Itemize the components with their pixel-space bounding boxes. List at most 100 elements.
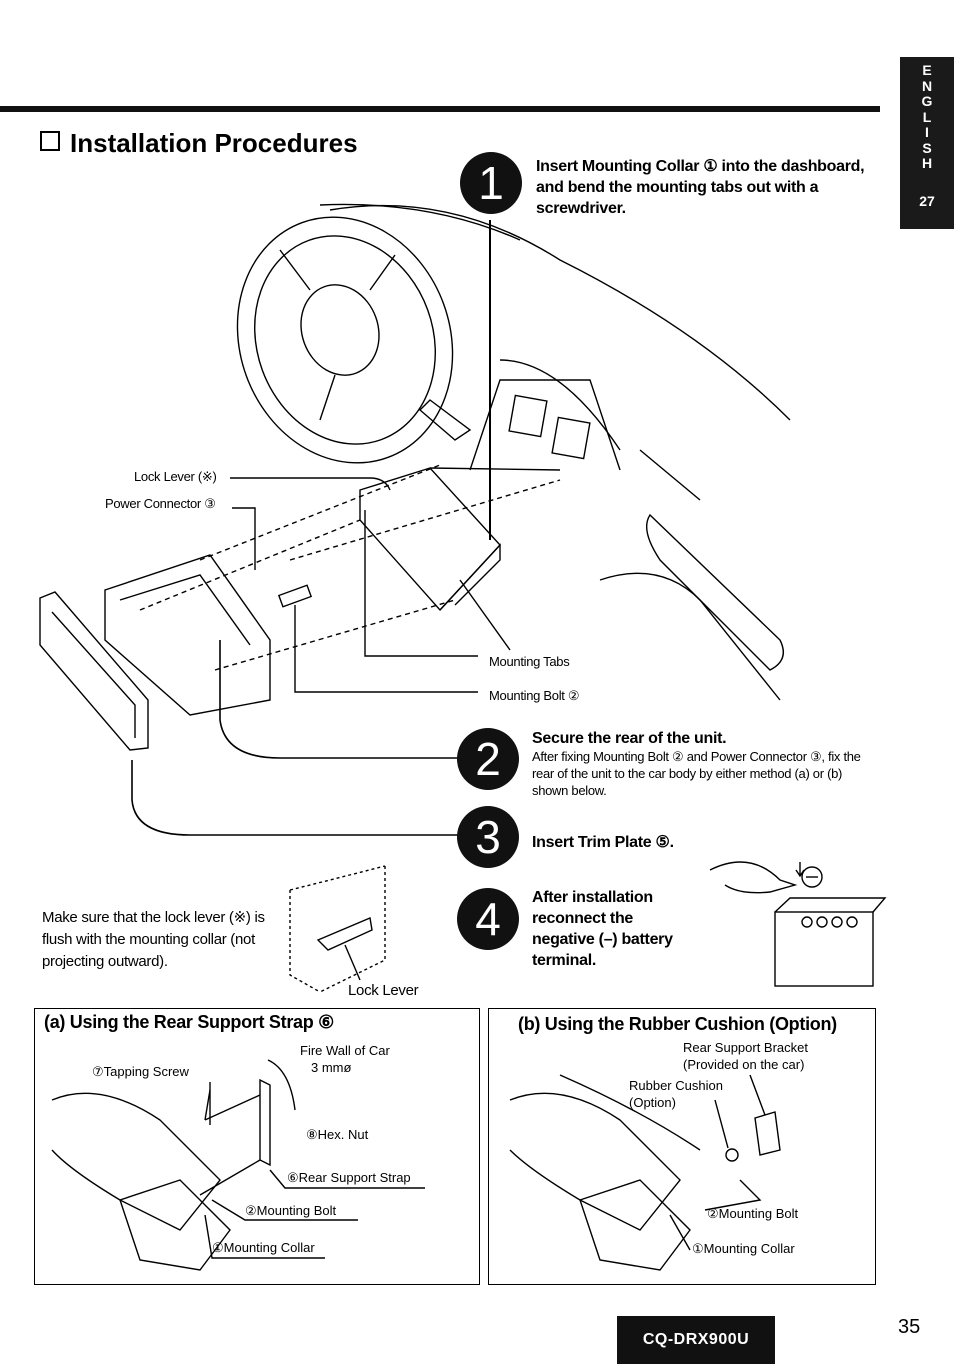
steering-spokes	[279, 249, 396, 421]
battery-top	[774, 897, 887, 913]
trim-plate	[39, 591, 149, 751]
console-frame	[469, 379, 621, 471]
panel-b-cushion	[725, 1148, 739, 1162]
panel-a-mounting-collar-label: ①Mounting Collar	[212, 1240, 315, 1255]
panel-b-leader	[714, 1099, 729, 1149]
tab-letter: S	[922, 139, 932, 156]
panel-b-dash-line	[559, 1074, 701, 1151]
panel-a-screw	[204, 1089, 261, 1121]
step-2-body: After fixing Mounting Bolt ② and Power C…	[532, 749, 861, 798]
unit-side	[439, 543, 501, 611]
step-2-heading: Secure the rear of the unit.	[532, 730, 727, 747]
tab-letter: H	[921, 155, 933, 171]
steering-wheel-inner	[254, 235, 436, 445]
steering-wheel-outer	[236, 216, 454, 464]
hex-nut-label: ⑧Hex. Nut	[306, 1127, 369, 1142]
tab-pointer	[459, 579, 511, 651]
panel-b-dash	[509, 1092, 681, 1231]
lock-lever-guide	[289, 865, 386, 891]
lock-lever-pointer	[344, 944, 361, 981]
step-2-badge: 2	[457, 728, 519, 790]
battery-cell	[816, 916, 828, 928]
lock-lever-guide	[319, 866, 386, 993]
step-1-badge: 1	[460, 152, 522, 214]
step-4-badge: 4	[457, 888, 519, 950]
trim-plate-inner	[51, 611, 136, 738]
panel-b-leader	[749, 1074, 766, 1116]
air-vent-right	[551, 416, 591, 460]
callout-power-connector	[232, 507, 256, 570]
guide-line	[199, 464, 441, 561]
panel-b-unit	[579, 1179, 691, 1271]
step3-leader	[131, 760, 460, 836]
mounting-collar	[104, 554, 271, 716]
battery-cell	[801, 916, 813, 928]
tab-letter: I	[925, 124, 929, 140]
page-title-text: Installation Procedures	[70, 128, 358, 158]
option-label: (Option)	[629, 1095, 676, 1110]
lock-lever-detail-label: Lock Lever	[348, 982, 419, 999]
step-3-badge: 3	[457, 806, 519, 868]
screw-size-label: 3 mmø	[311, 1060, 352, 1075]
hand-wrench	[709, 861, 798, 894]
callout-mounting-bolt	[294, 605, 478, 693]
power-connector-label: Power Connector ③	[105, 496, 216, 511]
rear-support-strap-label: ⑥Rear Support Strap	[287, 1170, 411, 1185]
step-4-heading: After installation reconnect the negativ…	[532, 889, 673, 969]
rubber-cushion-label: Rubber Cushion	[629, 1078, 723, 1093]
language-tab: E N G L I S H 27	[900, 57, 954, 229]
lock-lever-part	[316, 917, 373, 951]
tab-letter: L	[922, 108, 932, 125]
dash-line	[639, 449, 701, 501]
callout-lock-lever	[230, 477, 391, 491]
tab-letter: E	[922, 62, 932, 78]
lock-lever-note: Make sure that the lock lever (※) is flu…	[42, 909, 265, 970]
arrow-down-icon	[795, 862, 805, 878]
page-number: 35	[898, 1316, 921, 1338]
steering-column	[418, 399, 472, 441]
section-page-number: 27	[919, 192, 935, 209]
page-title: Installation Procedures	[40, 128, 358, 159]
dashboard-top	[329, 204, 791, 421]
panel-a-heading: (a) Using the Rear Support Strap ⑥	[44, 1012, 334, 1032]
unit-top	[359, 467, 501, 612]
fire-wall-label: Fire Wall of Car	[300, 1043, 390, 1058]
panel-a-leader	[204, 1214, 325, 1259]
panel-rubber-cushion	[488, 1008, 876, 1285]
panel-a-dash	[51, 1092, 221, 1231]
rear-support-bracket-label: Rear Support Bracket	[683, 1040, 809, 1055]
panel-a-strap	[259, 1078, 271, 1167]
panel-b-mounting-collar-label: ①Mounting Collar	[692, 1241, 795, 1256]
unit-cable	[429, 467, 561, 471]
glovebox	[646, 513, 784, 671]
step-3-heading: Insert Trim Plate ⑤.	[532, 834, 674, 851]
guide-line	[214, 599, 456, 671]
dashboard-visor	[319, 203, 521, 241]
model-badge: CQ-DRX900U	[617, 1316, 775, 1364]
panel-b-bracket	[754, 1111, 781, 1156]
battery-body	[774, 911, 874, 987]
language-letters: E N G L I S H	[900, 62, 954, 172]
panel-a-mounting-bolt-label: ②Mounting Bolt	[245, 1203, 337, 1218]
step2-leader	[219, 640, 460, 759]
mounting-tabs-label: Mounting Tabs	[489, 654, 570, 669]
callout-mounting-tabs	[364, 510, 478, 657]
panel-a-strap-link	[199, 1159, 261, 1196]
mounting-bolt-label: Mounting Bolt ②	[489, 688, 580, 703]
panel-a-leader	[269, 1169, 425, 1189]
panel-a-unit	[119, 1179, 231, 1271]
lock-lever-label: Lock Lever (※)	[134, 469, 217, 484]
air-vent-left	[508, 394, 548, 438]
battery-cell	[831, 916, 843, 928]
tapping-screw-label: ⑦Tapping Screw	[92, 1064, 189, 1079]
checkbox-icon	[40, 131, 60, 151]
panel-b-leader	[669, 1214, 691, 1251]
step-1-heading: Insert Mounting Collar ① into the dashbo…	[536, 158, 865, 217]
panel-b-mounting-bolt-label: ②Mounting Bolt	[707, 1206, 799, 1221]
panel-a-firewall	[267, 1059, 296, 1111]
panel-b-heading: (b) Using the Rubber Cushion (Option)	[518, 1014, 837, 1034]
guide-line	[139, 519, 361, 611]
provided-on-car-label: (Provided on the car)	[683, 1057, 805, 1072]
lock-lever-guide	[289, 890, 321, 993]
mounting-collar-inner	[119, 574, 251, 646]
